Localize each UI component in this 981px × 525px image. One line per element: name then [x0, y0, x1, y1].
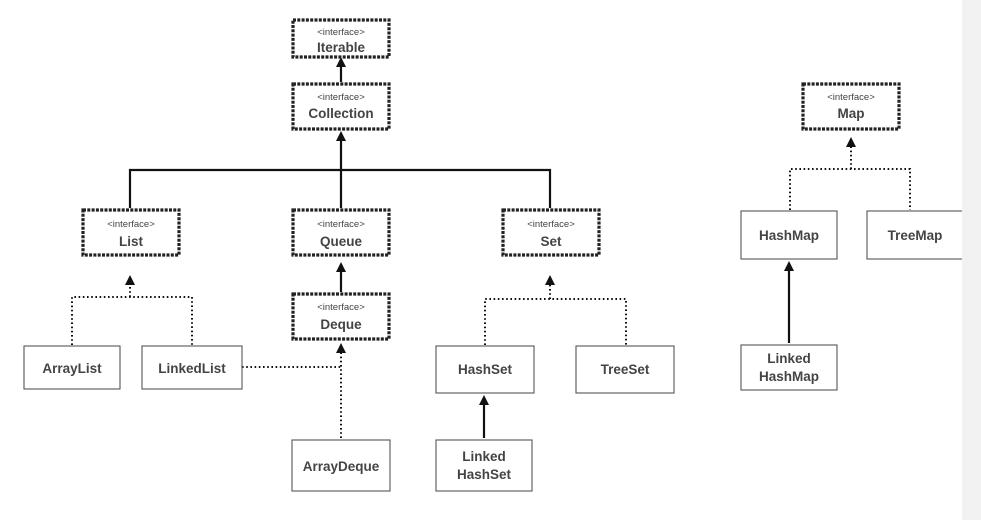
linkedhashmap-label-line2: HashMap	[759, 369, 819, 384]
stereotype-label: <interface>	[317, 219, 365, 230]
stereotype-label: <interface>	[317, 92, 365, 103]
interface-queue: <interface> Queue	[291, 208, 391, 257]
class-treeset: TreeSet	[575, 345, 675, 394]
edge-sets-set	[484, 298, 627, 345]
hashset-label: HashSet	[458, 362, 513, 377]
interface-map: <interface> Map	[801, 82, 901, 131]
arraydeque-label: ArrayDeque	[303, 459, 380, 474]
class-treemap: TreeMap	[866, 210, 964, 260]
interface-collection: <interface> Collection	[291, 82, 391, 131]
arrowhead-set	[545, 275, 555, 285]
class-box	[291, 439, 391, 492]
connectors	[71, 57, 911, 438]
class-linkedlist: LinkedList	[141, 345, 243, 390]
linkedhashset-label-line1: Linked	[462, 449, 506, 464]
arrowhead-hashmap	[784, 261, 794, 271]
interface-box	[291, 82, 391, 131]
stereotype-label: <interface>	[827, 92, 875, 103]
interface-list: <interface> List	[81, 208, 181, 257]
linkedhashmap-label-line1: Linked	[767, 351, 811, 366]
arrowhead-collection	[336, 131, 346, 141]
interface-deque: <interface> Deque	[291, 292, 391, 341]
class-arraydeque: ArrayDeque	[291, 439, 391, 492]
arrowhead-map	[846, 137, 856, 147]
stereotype-label: <interface>	[317, 27, 365, 38]
interface-box	[501, 208, 601, 257]
edge-maps-map	[789, 168, 911, 210]
set-label: Set	[540, 234, 562, 249]
class-box	[141, 345, 243, 390]
arrowhead-list	[125, 275, 135, 285]
class-box	[23, 345, 121, 390]
interface-iterable: <interface> Iterable	[291, 18, 391, 59]
arrowhead-iterable	[336, 57, 346, 67]
list-label: List	[119, 234, 144, 249]
class-linkedhashmap: Linked HashMap	[740, 344, 838, 391]
interface-box	[801, 82, 901, 131]
interface-box	[291, 208, 391, 257]
interface-box	[291, 18, 391, 59]
iterable-label: Iterable	[317, 40, 366, 55]
stereotype-label: <interface>	[317, 302, 365, 313]
stereotype-label: <interface>	[527, 219, 575, 230]
treemap-label: TreeMap	[888, 228, 943, 243]
class-box	[575, 345, 675, 394]
edge-lists-list	[71, 296, 193, 345]
class-linkedhashset: Linked HashSet	[435, 439, 533, 492]
class-box	[435, 345, 535, 394]
map-label: Map	[838, 106, 865, 121]
class-box	[435, 439, 533, 492]
class-hashset: HashSet	[435, 345, 535, 394]
linkedhashset-label-line2: HashSet	[457, 467, 512, 482]
class-box	[740, 210, 838, 260]
arrowhead-deque	[336, 343, 346, 353]
class-box	[740, 344, 838, 391]
arrowhead-hashset	[479, 395, 489, 405]
interface-box	[291, 292, 391, 341]
class-hashmap: HashMap	[740, 210, 838, 260]
interface-set: <interface> Set	[501, 208, 601, 257]
hashmap-label: HashMap	[759, 228, 819, 243]
side-strip	[962, 0, 981, 520]
deque-label: Deque	[320, 317, 362, 332]
queue-label: Queue	[320, 234, 363, 249]
arraylist-label: ArrayList	[42, 361, 102, 376]
stereotype-label: <interface>	[107, 219, 155, 230]
collection-label: Collection	[308, 106, 373, 121]
linkedlist-label: LinkedList	[158, 361, 226, 376]
class-arraylist: ArrayList	[23, 345, 121, 390]
interface-box	[81, 208, 181, 257]
arrowhead-queue	[336, 262, 346, 272]
treeset-label: TreeSet	[601, 362, 650, 377]
